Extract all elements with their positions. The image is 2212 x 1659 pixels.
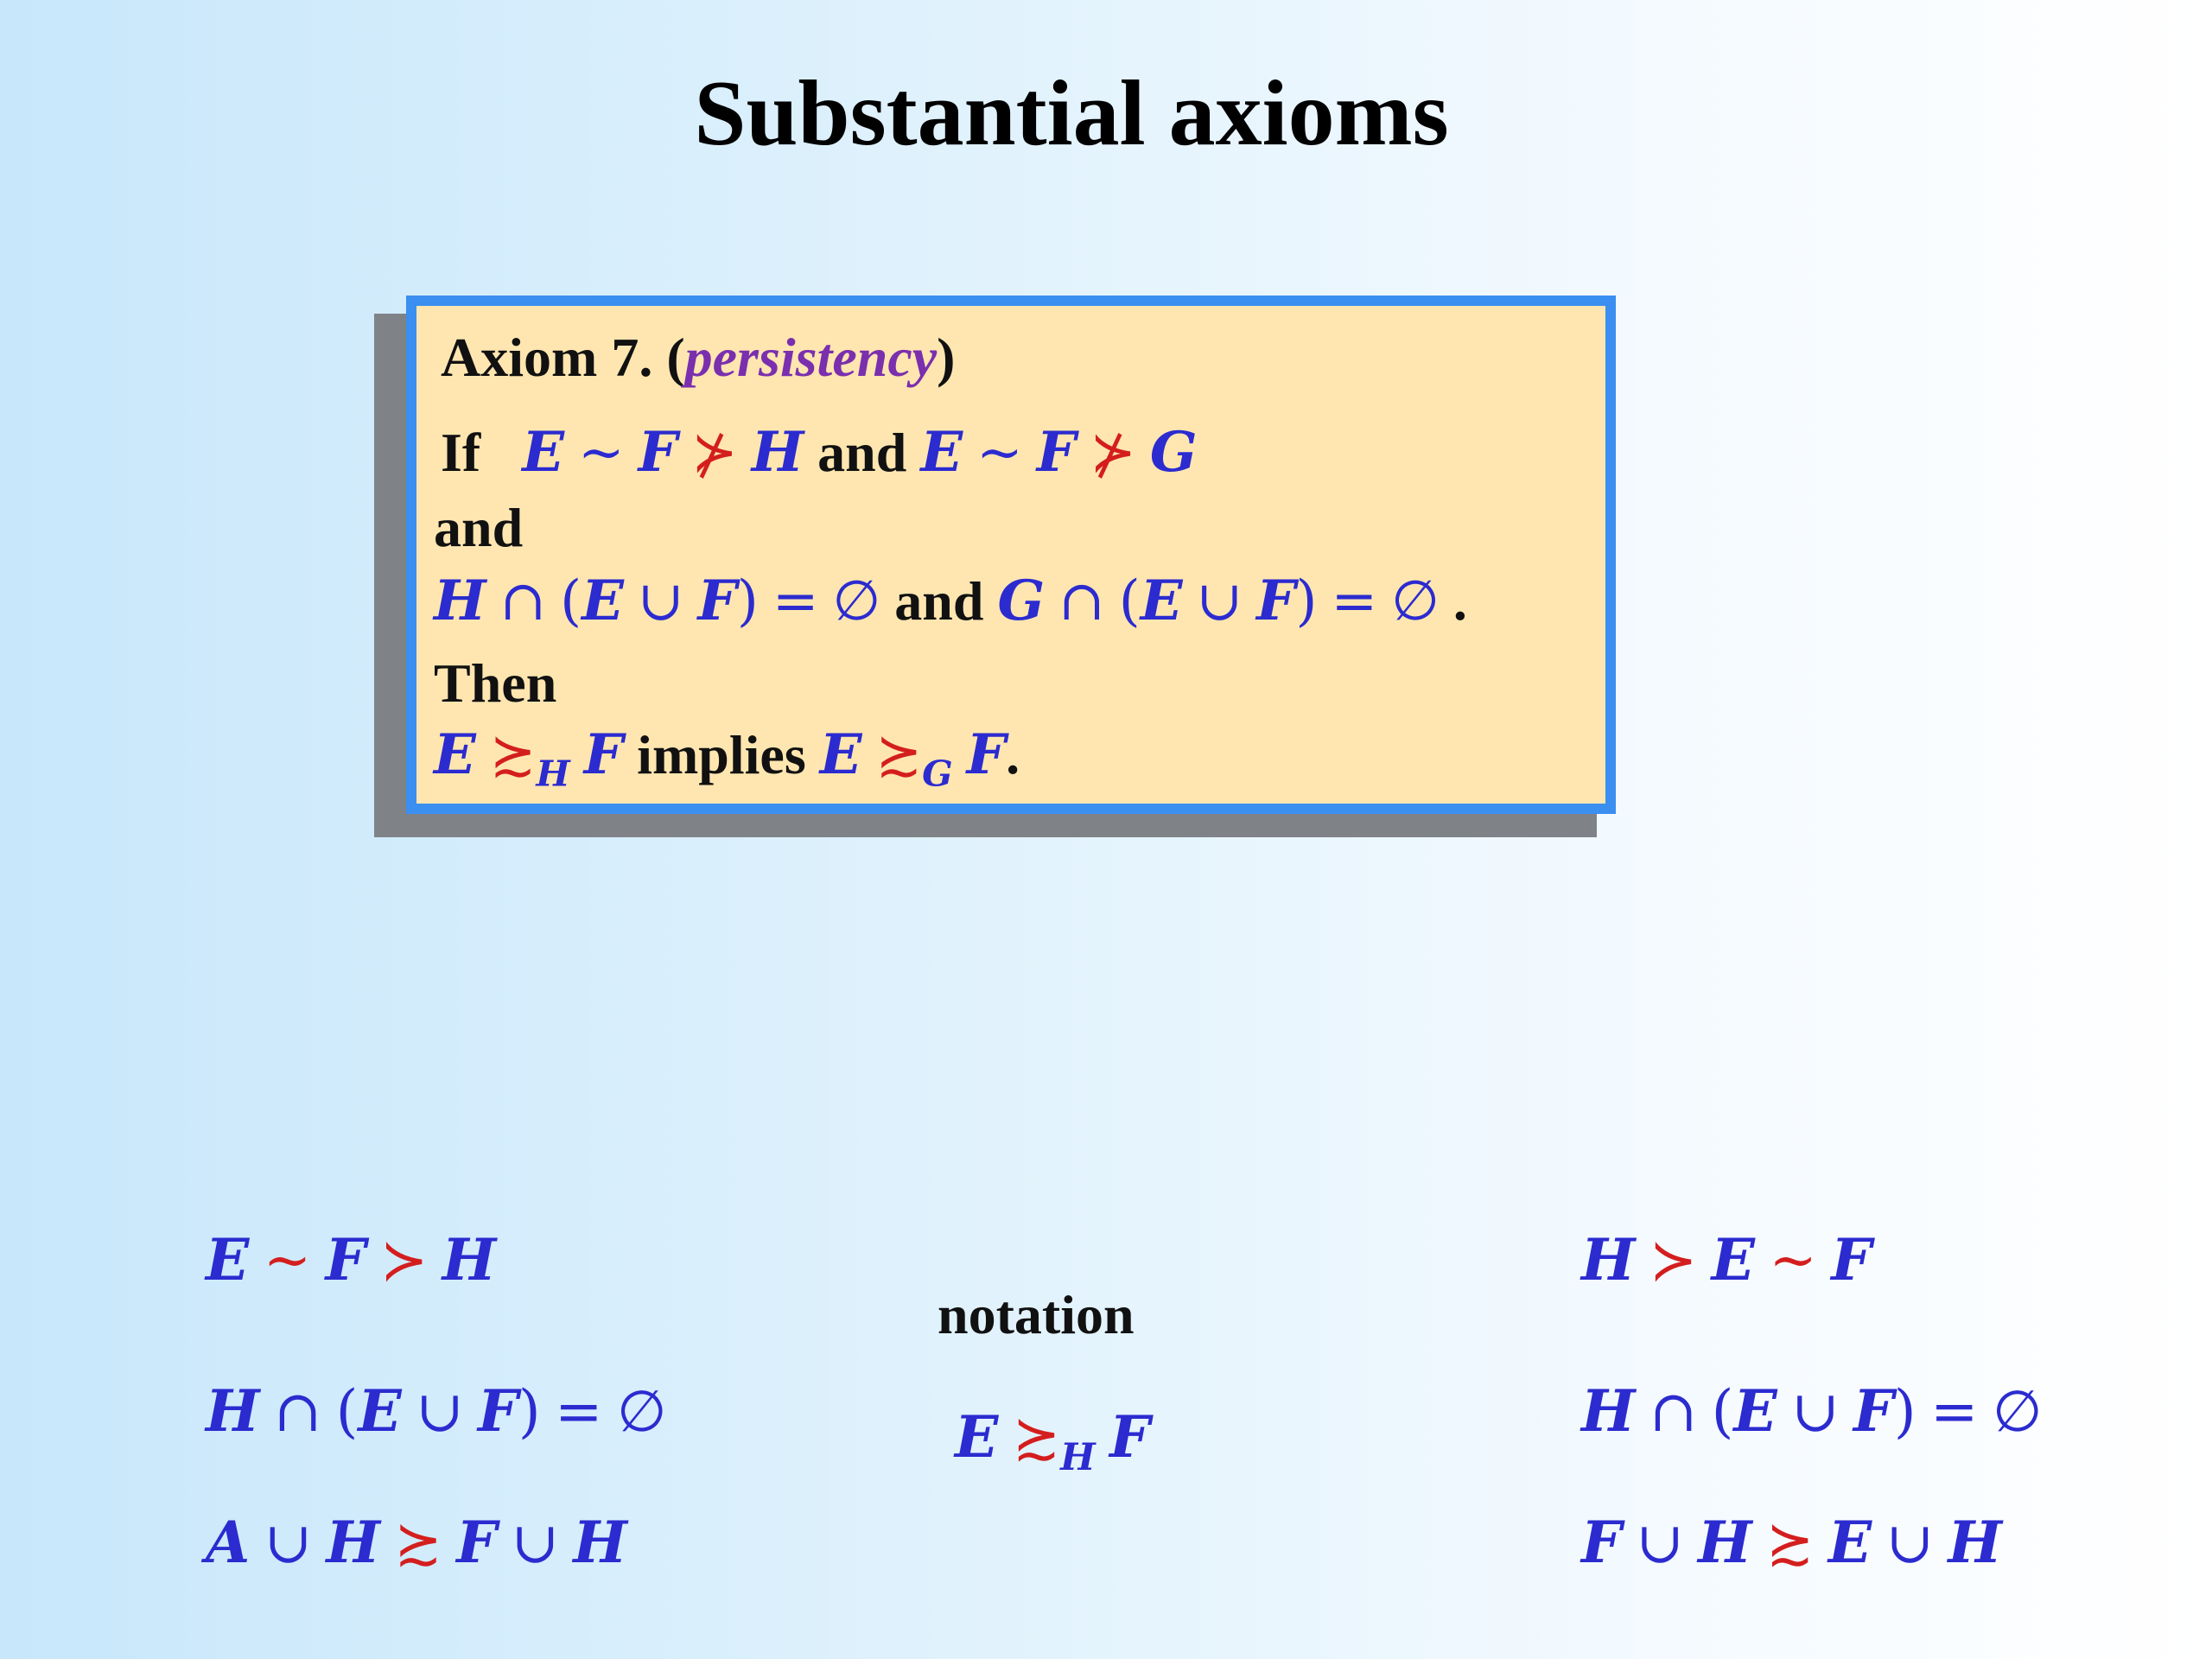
- notation-formula: E ≿H F: [955, 1403, 1151, 1479]
- right-relation-3: F ∪ H ≿ E ∪ H: [1581, 1509, 2002, 1576]
- right-relation-1: H ≻ E ~ F: [1581, 1226, 1872, 1294]
- axiom-conclusion-line: E ≿H F implies E ≿G F.: [434, 722, 1020, 795]
- word-then-line: Then: [434, 652, 557, 714]
- word-and-line: and: [434, 497, 524, 558]
- left-relation-3: A ∪ H ≿ F ∪ H: [206, 1509, 627, 1576]
- axiom-name: persistency: [684, 327, 938, 388]
- right-relation-2: H ∩ (E ∪ F) = ∅: [1581, 1377, 2043, 1445]
- left-relation-1: E ~ F ≻ H: [206, 1226, 497, 1294]
- notation-label: notation: [938, 1284, 1135, 1345]
- left-relation-2: H ∩ (E ∪ F) = ∅: [206, 1377, 667, 1445]
- slide-title: Substantial axioms: [694, 62, 1449, 165]
- axiom-heading-line: Axiom 7. (persistency): [441, 327, 956, 388]
- word-if: If: [441, 422, 481, 483]
- axiom-condition-line-2: H ∩ (E ∪ F) = ∅ and G ∩ (E ∪ F) = ∅ .: [434, 569, 1467, 633]
- axiom-heading: Axiom 7.: [441, 327, 653, 388]
- axiom-box: Axiom 7. (persistency) If E ~ F ⊁ H and …: [406, 296, 1616, 814]
- axiom-condition-line-1: If E ~ F ⊁ H and E ~ F ⊁ G: [441, 420, 1198, 485]
